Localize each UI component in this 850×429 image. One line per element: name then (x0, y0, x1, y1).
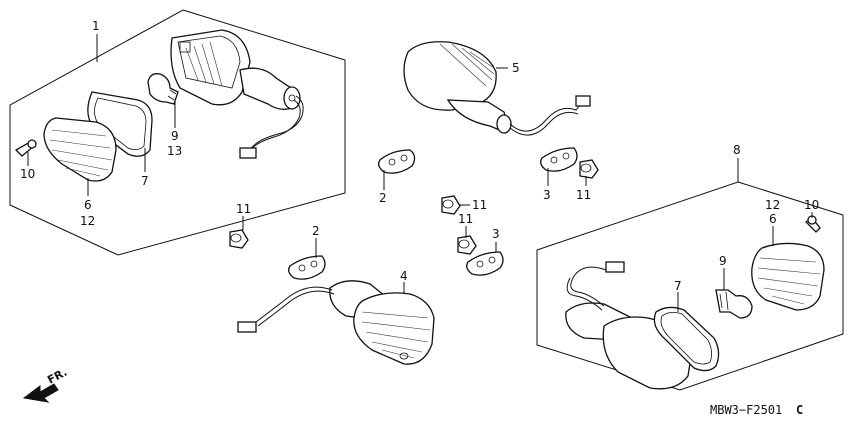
callout-13: 13 (167, 144, 182, 158)
callout-6-left: 6 (84, 198, 92, 212)
callout-12-right: 12 (765, 198, 780, 212)
callout-3-mid: 3 (492, 227, 500, 241)
callout-11-d: 11 (236, 202, 251, 216)
gasket-right (653, 306, 720, 372)
front-label: FR. (45, 366, 69, 387)
callout-11-c: 11 (458, 212, 473, 226)
lens-left (43, 117, 117, 182)
callout-9-left: 9 (171, 129, 179, 143)
washer-2-top (378, 149, 416, 174)
assembly-box-8 (536, 181, 844, 391)
washer-2-lower (288, 255, 326, 280)
callout-11-b: 11 (472, 198, 487, 212)
front-direction-arrow (22, 383, 59, 403)
callout-1: 1 (92, 19, 100, 33)
screw-left (14, 139, 37, 157)
callout-8: 8 (733, 143, 741, 157)
callout-3-top: 3 (543, 188, 551, 202)
callout-10-left: 10 (20, 167, 35, 181)
rear-housing-left (170, 29, 304, 159)
washer-3-mid (466, 251, 504, 276)
nut-11-b (441, 195, 461, 215)
front-lamp-5 (403, 41, 591, 136)
callout-10-right: 10 (804, 198, 819, 212)
washer-3-top (540, 147, 578, 172)
diagram-code-suffix: C (796, 403, 803, 417)
callout-2-top: 2 (379, 191, 387, 205)
callout-12-left: 12 (80, 214, 95, 228)
callout-5: 5 (512, 61, 520, 75)
callout-7-left: 7 (141, 174, 149, 188)
callout-7-right: 7 (674, 279, 682, 293)
callout-11-a: 11 (576, 188, 591, 202)
nut-11-d (229, 229, 249, 249)
callout-9-right: 9 (719, 254, 727, 268)
callout-2-lower: 2 (312, 224, 320, 238)
diagram-code: MBW3−F2501 (710, 403, 782, 417)
front-lamp-4 (237, 280, 435, 365)
callout-4: 4 (400, 269, 408, 283)
leader-lines (27, 34, 813, 312)
screw-right (804, 215, 821, 233)
lens-right (751, 242, 825, 311)
bulb-right (715, 289, 753, 319)
assembly-box-1 (9, 9, 346, 256)
gasket-left (87, 91, 153, 157)
nut-11-c (457, 235, 477, 255)
bulb-left (147, 73, 179, 105)
callout-6-right: 6 (769, 212, 777, 226)
nut-11-a (579, 159, 599, 179)
